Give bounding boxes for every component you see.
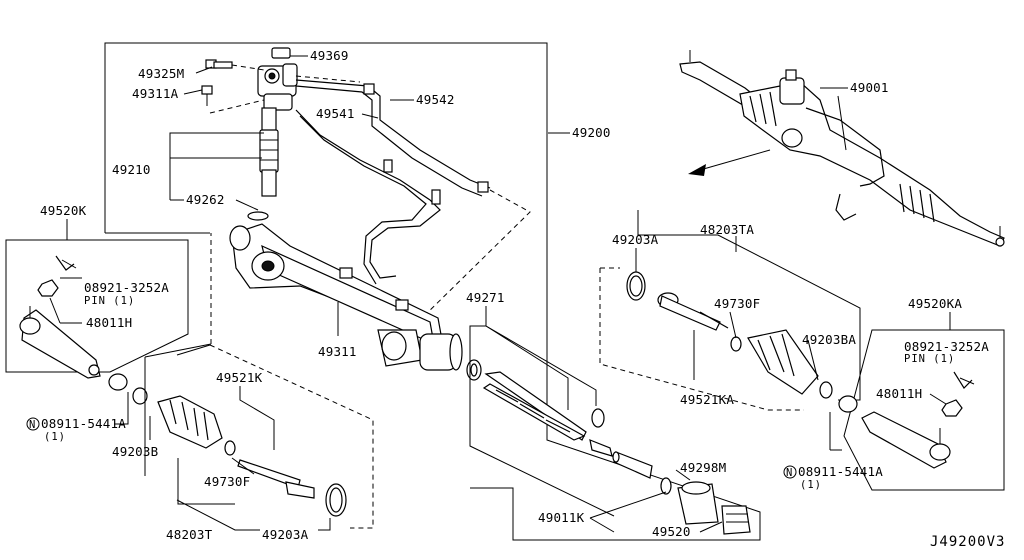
label-49203a-bottom: 49203A (262, 527, 309, 542)
label-49203a-right: 49203A (612, 232, 659, 247)
label-08921-right: 08921-3252A (904, 339, 989, 354)
frame-49520ka (843, 312, 1005, 491)
arrow-icon (688, 149, 771, 176)
label-49001: 49001 (850, 80, 889, 95)
boots-bottom (660, 477, 751, 535)
rack-housing (229, 223, 463, 371)
frame-49521k (144, 233, 374, 529)
n-mark-right (783, 465, 797, 479)
label-pin-right: PIN (1) (904, 353, 955, 365)
label-49369: 49369 (310, 48, 349, 63)
label-49520k: 49520K (40, 203, 87, 218)
label-08921-left: 08921-3252A (84, 280, 169, 295)
label-49520: 49520 (652, 524, 691, 539)
diagram-code: J49200V3 (930, 534, 1005, 550)
label-49541: 49541 (316, 106, 355, 121)
label-49521ka: 49521KA (680, 392, 734, 407)
label-49203b: 49203B (112, 444, 158, 459)
label-48011h-left: 48011H (86, 315, 132, 330)
label-49730f-right: 49730F (714, 296, 760, 311)
n-mark-left (26, 417, 40, 431)
label-08911-right: 08911-5441A (798, 464, 883, 479)
frame-49200 (104, 42, 761, 541)
steering-valve-assembly (201, 47, 298, 221)
tie-rod-end-right (838, 371, 975, 469)
label-48203ta: 48203TA (700, 222, 754, 237)
n-symbol-left: N (29, 419, 36, 431)
label-49203ba: 49203BA (802, 332, 856, 347)
label-49520ka: 49520KA (908, 296, 962, 311)
label-08911-right-qty: (1) (800, 479, 822, 491)
frame-49520k (5, 219, 189, 373)
label-48011h-right: 48011H (876, 386, 922, 401)
label-49325m: 49325M (138, 66, 184, 81)
label-49262: 49262 (186, 192, 225, 207)
label-49311: 49311 (318, 344, 357, 359)
tie-rod-end-left (19, 255, 148, 405)
complete-assembly-49001 (679, 50, 1005, 247)
label-49271: 49271 (466, 290, 505, 305)
leader-lines (49, 55, 947, 533)
label-08911-left-qty: (1) (44, 431, 66, 443)
label-49200: 49200 (572, 125, 611, 140)
label-49298m: 49298M (680, 460, 726, 475)
label-49521k: 49521K (216, 370, 263, 385)
label-08911-left: 08911-5441A (41, 416, 126, 431)
rack-parts (466, 359, 653, 479)
label-49210: 49210 (112, 162, 151, 177)
label-pin-left: PIN (1) (84, 295, 135, 307)
part-labels: 49369 49325M 49311A 49542 49541 49200 49… (26, 48, 1005, 550)
n-symbol-right: N (786, 467, 793, 479)
label-49730f-left: 49730F (204, 474, 250, 489)
boot-left (157, 395, 347, 517)
label-49542: 49542 (416, 92, 455, 107)
label-49011k: 49011K (538, 510, 585, 525)
label-48203t: 48203T (166, 527, 213, 542)
label-49311a: 49311A (132, 86, 179, 101)
hydraulic-lines (295, 75, 531, 321)
boot-right (626, 271, 833, 399)
